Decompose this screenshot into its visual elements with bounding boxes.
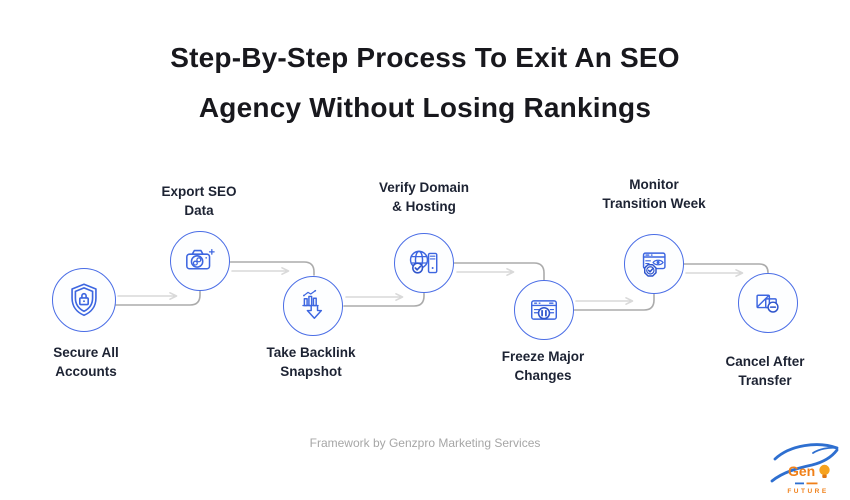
logo-swoosh [770,443,839,483]
connector-elbow-3 [343,292,425,307]
connector-arrow-2 [231,267,290,275]
connector-elbow-5 [573,293,655,311]
step-label-line: Verify Domain [378,180,470,195]
connector-elbow-2 [229,261,315,276]
page-title-line2: Agency Without Losing Rankings [198,92,652,123]
step-label-line: Secure All [53,345,119,360]
step-label-monitor-transition-week: Monitor Transition Week [579,175,729,213]
logo-micro-text [795,482,818,485]
step-label-line: Data [184,203,214,218]
connector-elbow-4 [453,262,545,281]
camera-link-icon [186,249,215,270]
step-circle-take-backlink-snapshot [283,276,343,336]
step-circle-monitor-transition-week [624,234,684,294]
step-label-line: Freeze Major [501,349,585,364]
chart-download-icon [302,289,323,319]
step-label-freeze-major-changes: Freeze Major Changes [468,347,618,385]
step-label-take-backlink-snapshot: Take Backlink Snapshot [236,343,386,381]
step-label-cancel-after-transfer: Cancel After Transfer [690,352,840,390]
step-circle-freeze-major-changes [514,280,574,340]
connector-arrow-6 [685,269,744,277]
footer-credit: Framework by Genzpro Marketing Services [309,436,541,450]
step-circle-secure-all-accounts [52,268,116,332]
step-label-line: Snapshot [280,364,342,379]
logo-brand-text: Gen [788,463,815,479]
step-label-line: Transition Week [602,196,706,211]
connector-elbow-1 [115,290,201,306]
step-circle-export-seo-data [170,231,230,291]
step-label-line: Take Backlink [266,345,356,360]
connector-arrow-5 [575,297,634,305]
globe-server-check-icon [409,250,438,274]
step-label-line: Monitor [629,177,679,192]
step-label-line: Cancel After [725,354,805,369]
document-cancel-icon [756,294,779,313]
connector-arrow-1 [117,292,178,300]
page-title: Step-By-Step Process To Exit An SEO Agen… [0,33,850,133]
page-title-line1: Step-By-Step Process To Exit An SEO [170,42,680,73]
connector-arrow-3 [345,293,404,301]
step-label-export-seo-data: Export SEO Data [124,182,274,220]
step-label-line: Changes [514,368,572,383]
step-circle-verify-domain-hosting [394,233,454,293]
window-eye-check-icon [642,252,666,277]
connector-arrows [117,267,744,305]
connector-elbow-6 [683,263,769,274]
logo-bulb-icon [819,464,830,478]
genzpro-logo: Gen FUTURE [770,443,839,495]
step-label-line: Export SEO [161,184,237,199]
step-label-verify-domain-hosting: Verify Domain & Hosting [349,178,499,216]
logo-tagline-text: FUTURE [787,488,828,495]
connector-arrow-4 [456,268,515,276]
shield-lock-icon [71,283,97,317]
step-circle-cancel-after-transfer [738,273,798,333]
step-label-line: Transfer [738,373,792,388]
step-label-line: Accounts [55,364,117,379]
connector-elbows [115,261,769,311]
browser-pause-icon [531,300,557,320]
step-label-line: & Hosting [392,199,456,214]
step-label-secure-all-accounts: Secure All Accounts [11,343,161,381]
